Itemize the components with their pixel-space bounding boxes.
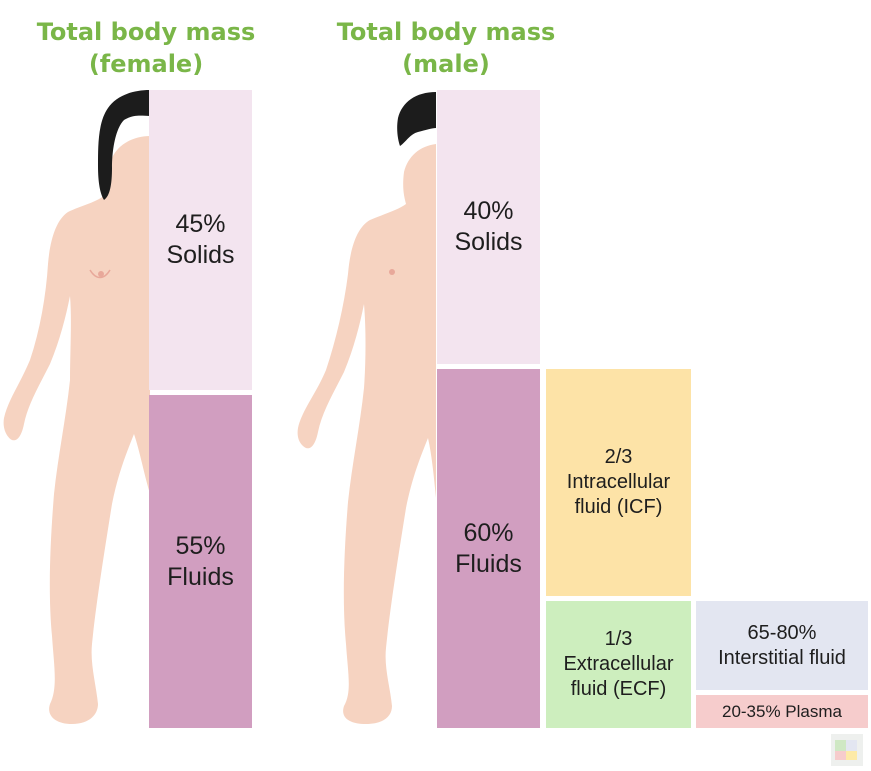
plasma-label: 20-35% Plasma bbox=[721, 701, 842, 721]
ecf-box: 1/3 Extracellular fluid (ECF) bbox=[546, 601, 691, 728]
male-solids-percent: 40% bbox=[463, 197, 514, 225]
male-fluids-percent: 60% bbox=[463, 518, 514, 547]
male-fluids-box: 60% Fluids bbox=[437, 369, 540, 728]
icf-label-line1: Intracellular bbox=[566, 471, 671, 493]
female-title: Total body mass (female) bbox=[26, 16, 266, 80]
icf-label-line2: fluid (ICF) bbox=[574, 496, 663, 518]
interstitial-fluid-box: 65-80% Interstitial fluid bbox=[696, 601, 868, 690]
female-solids-percent: 45% bbox=[175, 210, 226, 238]
logo-mark bbox=[835, 740, 857, 760]
female-solids-box: 45% Solids bbox=[149, 90, 252, 390]
interstitial-percent: 65-80% bbox=[747, 621, 817, 644]
icf-box: 2/3 Intracellular fluid (ICF) bbox=[546, 369, 691, 596]
female-body-illustration bbox=[3, 90, 150, 724]
female-fluids-box: 55% Fluids bbox=[149, 395, 252, 728]
ecf-label-line2: fluid (ECF) bbox=[570, 678, 667, 700]
female-fluids-percent: 55% bbox=[175, 531, 226, 560]
male-solids-label: Solids bbox=[454, 228, 523, 256]
corner-logo-icon bbox=[831, 734, 863, 766]
male-body-illustration bbox=[297, 92, 436, 724]
icf-fraction: 2/3 bbox=[604, 446, 633, 468]
ecf-fraction: 1/3 bbox=[604, 628, 633, 650]
male-figure bbox=[297, 92, 436, 724]
female-title-line1: Total body mass bbox=[36, 18, 256, 46]
male-fluids-label: Fluids bbox=[455, 549, 522, 578]
interstitial-label: Interstitial fluid bbox=[718, 646, 846, 669]
male-title-line2: (male) bbox=[402, 50, 490, 78]
plasma-box: 20-35% Plasma bbox=[696, 695, 868, 728]
male-title: Total body mass (male) bbox=[326, 16, 566, 80]
ecf-label-line1: Extracellular bbox=[563, 653, 674, 675]
male-title-line1: Total body mass bbox=[336, 18, 556, 46]
female-fluids-label: Fluids bbox=[167, 562, 234, 591]
female-figure bbox=[3, 90, 150, 724]
female-title-line2: (female) bbox=[88, 50, 204, 78]
male-solids-box: 40% Solids bbox=[437, 90, 540, 364]
female-solids-label: Solids bbox=[166, 241, 235, 269]
